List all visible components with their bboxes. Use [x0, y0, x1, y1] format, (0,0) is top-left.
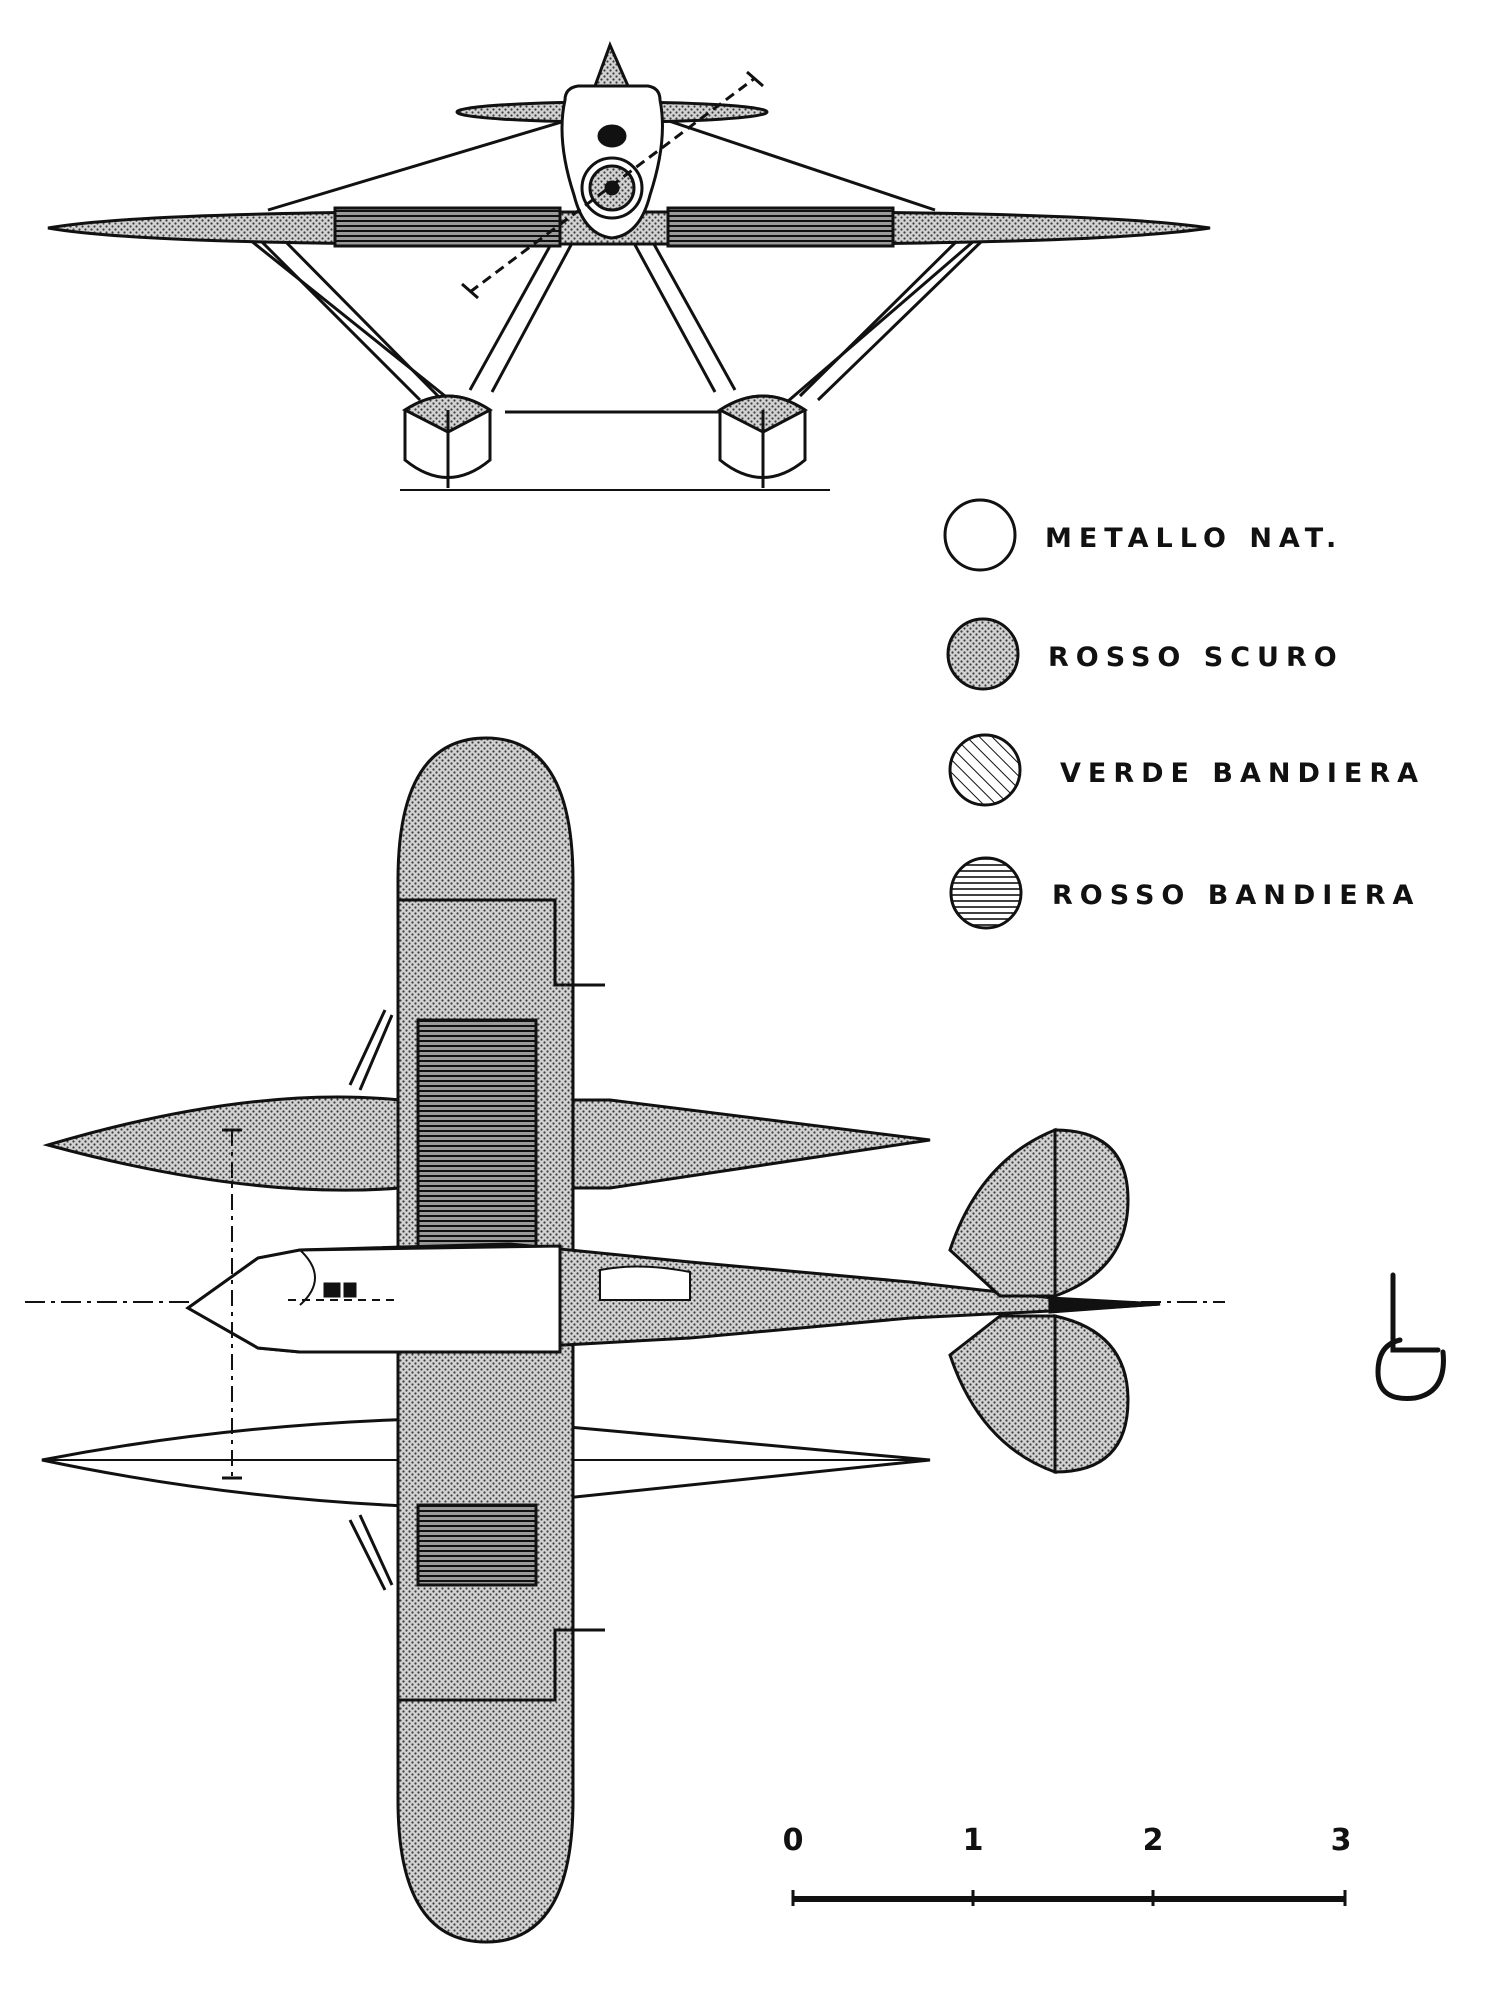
- swatch-horizontal-hatch-icon: [949, 856, 1023, 930]
- swatch-plain-icon: [943, 498, 1017, 572]
- legend-item-diagonal-hatch: VERDE BANDIERA: [948, 733, 1425, 807]
- legend-item-plain: METALLO NAT.: [943, 498, 1343, 572]
- legend-item-horizontal-hatch: ROSSO BANDIERA: [949, 856, 1420, 930]
- legend-label-horizontal-hatch: ROSSO BANDIERA: [1052, 880, 1420, 911]
- scale-tick-label-3: 3: [1331, 1823, 1352, 1858]
- swatch-diagonal-hatch-icon: [948, 733, 1022, 807]
- legend: METALLO NAT. ROSSO SCURO VERDE BANDIERA …: [943, 498, 1425, 930]
- scale-tick-label-0: 0: [783, 1823, 804, 1858]
- swatch-stipple-icon: [946, 617, 1020, 691]
- legend-item-stipple: ROSSO SCURO: [946, 617, 1344, 691]
- plan-view: [25, 736, 1225, 1944]
- scale-tick-label-2: 2: [1143, 1823, 1164, 1858]
- front-view: [47, 40, 1211, 491]
- signature-monogram: [1375, 1272, 1446, 1401]
- scale-tick-label-1: 1: [963, 1823, 984, 1858]
- scale-bar: 0 1 2 3: [783, 1823, 1352, 1906]
- legend-label-diagonal-hatch: VERDE BANDIERA: [1060, 758, 1425, 789]
- scale-bar-line: [793, 1896, 1345, 1902]
- legend-label-plain: METALLO NAT.: [1045, 523, 1343, 554]
- legend-label-stipple: ROSSO SCURO: [1048, 642, 1344, 673]
